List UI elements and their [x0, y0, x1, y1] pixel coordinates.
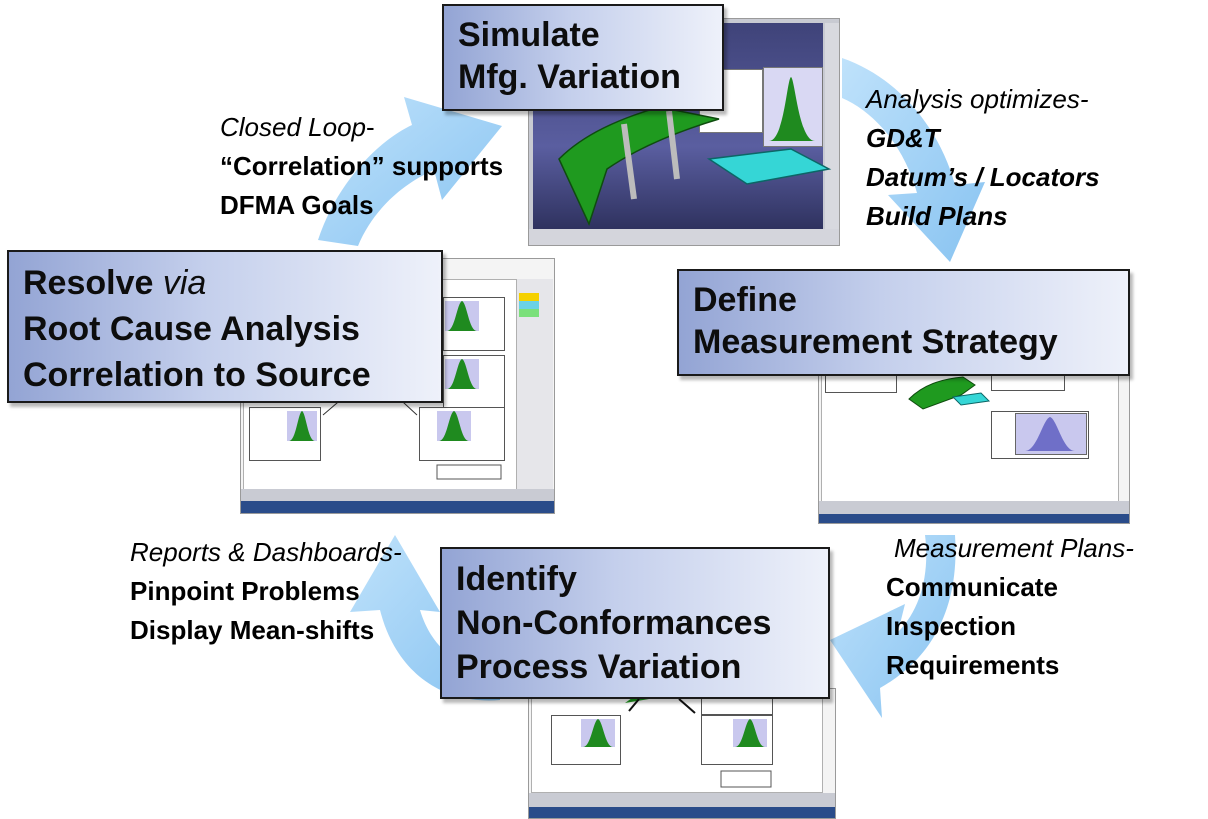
- cad-part-thumbnail: [908, 376, 991, 410]
- define-report-screenshot: [818, 358, 1130, 524]
- analysis-item: GD&T: [866, 123, 940, 153]
- identify-report-screenshot: [528, 688, 836, 819]
- cad-side-toolbar: [825, 23, 839, 229]
- report-toolbar: [529, 793, 835, 807]
- report-taskbar: [241, 501, 554, 513]
- identify-title-line2: Non-Conformances: [456, 604, 772, 642]
- measurement-intro: Measurement Plans-: [894, 533, 1134, 563]
- measurement-item: Requirements: [886, 650, 1060, 680]
- resolve-via: via: [162, 264, 207, 302]
- report-toolbar: [241, 489, 554, 503]
- identify-title-line1: Identify: [456, 560, 577, 598]
- arrow-top-left: [318, 97, 502, 246]
- simulate-title-line2: Mfg. Variation: [458, 58, 681, 96]
- report-histograms: [581, 693, 772, 788]
- arrow-bottom-left: [350, 535, 500, 701]
- report-histograms: [287, 301, 502, 480]
- resolve-box: Resolve via Root Cause Analysis Correlat…: [7, 250, 443, 403]
- simulate-box: Simulate Mfg. Variation: [442, 4, 724, 111]
- report-taskbar: [819, 514, 1129, 523]
- resolve-word: Resolve: [23, 264, 154, 302]
- analysis-item: Datum’s / Locators: [866, 162, 1100, 192]
- resolve-title-line2: Root Cause Analysis: [23, 310, 360, 348]
- reports-item: Display Mean-shifts: [130, 615, 375, 645]
- report-page: [531, 691, 823, 793]
- define-box: Define Measurement Strategy: [677, 269, 1130, 376]
- cad-part: [558, 77, 832, 227]
- identify-box: Identify Non-Conformances Process Variat…: [440, 547, 830, 699]
- measurement-item: Inspection: [886, 611, 1017, 641]
- identify-title-line3: Process Variation: [456, 648, 742, 686]
- histogram-bars: [1025, 417, 1075, 451]
- cad-bottom-toolbar: [529, 229, 839, 245]
- arrow-top-right: [842, 58, 985, 262]
- analysis-item: Build Plans: [866, 201, 1008, 231]
- reports-item: Pinpoint Problems: [130, 576, 360, 606]
- arrow-bottom-right: [830, 535, 956, 718]
- closed-loop-dash: -: [366, 112, 375, 142]
- define-title-line1: Define: [693, 281, 797, 319]
- measurement-caption: Measurement Plans- Communicate Inspectio…: [886, 529, 1134, 685]
- simulate-title-line1: Simulate: [458, 16, 600, 54]
- analysis-caption: Analysis optimizes- GD&T Datum’s / Locat…: [866, 80, 1100, 236]
- report-table: [825, 373, 897, 393]
- closed-loop-intro: Closed Loop: [220, 112, 366, 142]
- closed-loop-line3: DFMA Goals: [220, 190, 374, 220]
- cad-histogram-curve: [769, 77, 815, 141]
- report-side-button: [519, 309, 539, 317]
- report-taskbar: [529, 807, 835, 818]
- report-side-button: [519, 293, 539, 301]
- report-side-button: [519, 301, 539, 309]
- cad-part-plate: [706, 148, 832, 185]
- resolve-title-line1: Resolve via: [23, 260, 427, 306]
- define-title-line2: Measurement Strategy: [693, 323, 1058, 361]
- resolve-title-line3: Correlation to Source: [23, 356, 371, 394]
- measurement-item: Communicate: [886, 572, 1058, 602]
- report-toolbar: [819, 501, 1129, 515]
- reports-caption: Reports & Dashboards- Pinpoint Problems …: [130, 533, 402, 650]
- closed-loop-caption: Closed Loop- “Correlation” supports DFMA…: [220, 108, 503, 225]
- reports-intro: Reports & Dashboards-: [130, 537, 402, 567]
- cad-part-body: [558, 106, 720, 227]
- closed-loop-line2: “Correlation” supports: [220, 151, 504, 181]
- analysis-intro: Analysis optimizes-: [866, 84, 1089, 114]
- closed-loop-line1: Closed Loop-: [220, 108, 503, 147]
- cad-part-rib: [621, 110, 680, 200]
